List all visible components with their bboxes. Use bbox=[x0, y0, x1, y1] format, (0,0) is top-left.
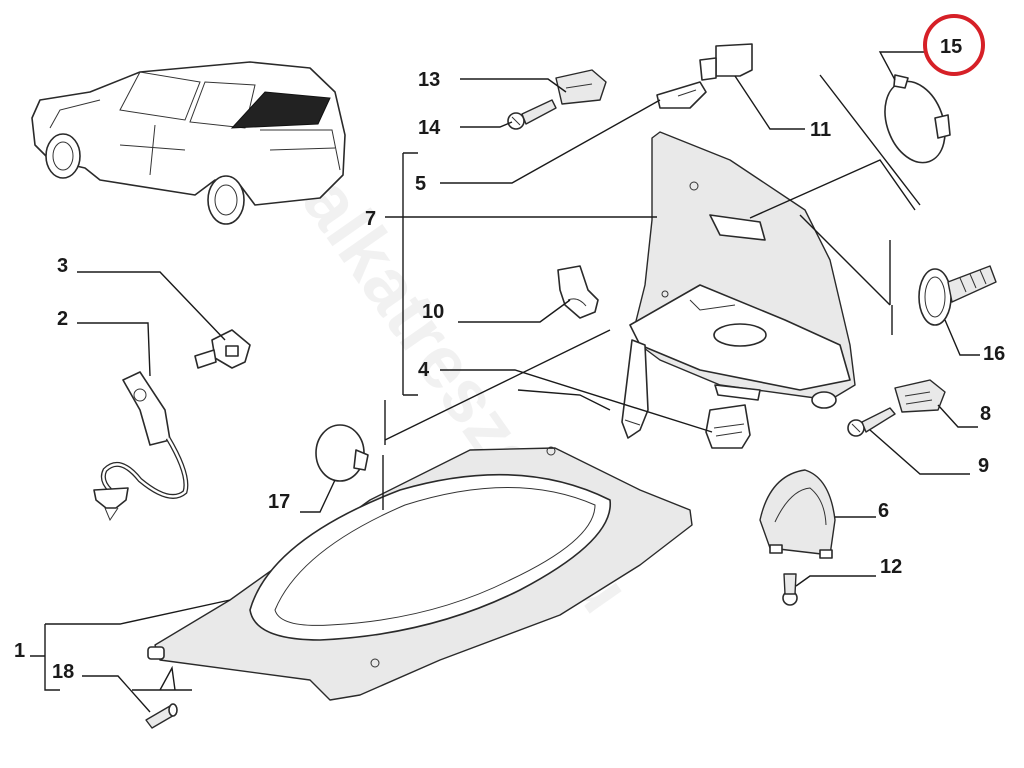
label-17: 17 bbox=[268, 491, 290, 513]
part-15-cap bbox=[884, 74, 951, 164]
parcel-shelf bbox=[147, 446, 693, 701]
part-17-cap bbox=[315, 424, 369, 482]
part-18-pin bbox=[145, 703, 178, 729]
label-3: 3 bbox=[57, 255, 68, 277]
label-1: 1 bbox=[14, 640, 25, 662]
label-9: 9 bbox=[978, 455, 989, 477]
side-trim-panel bbox=[621, 131, 856, 439]
label-7: 7 bbox=[365, 208, 376, 230]
label-6: 6 bbox=[878, 500, 889, 522]
label-2: 2 bbox=[57, 308, 68, 330]
leader-lines bbox=[30, 51, 980, 713]
label-18: 18 bbox=[52, 661, 74, 683]
label-11: 11 bbox=[810, 119, 831, 141]
part-3-switch bbox=[194, 329, 251, 369]
part-4-clip bbox=[705, 404, 751, 449]
highlight-ring bbox=[923, 14, 985, 76]
label-12: 12 bbox=[880, 556, 902, 578]
part-8-connector bbox=[894, 379, 946, 413]
part-6-cover bbox=[759, 469, 836, 559]
label-4: 4 bbox=[418, 359, 430, 381]
callout-labels: 13 14 5 7 10 4 11 16 8 9 6 12 3 2 17 1 1… bbox=[14, 14, 1005, 683]
part-2-cable-lamp bbox=[93, 371, 189, 522]
part-13-connector bbox=[555, 69, 607, 105]
label-14: 14 bbox=[418, 117, 441, 139]
label-5: 5 bbox=[415, 173, 426, 195]
label-13: 13 bbox=[418, 69, 440, 91]
part-11-bracket bbox=[699, 43, 753, 81]
car-illustration bbox=[31, 61, 346, 225]
label-15: 15 bbox=[940, 36, 962, 58]
label-8: 8 bbox=[980, 403, 991, 425]
label-10: 10 bbox=[422, 301, 444, 323]
part-16-push-pin bbox=[918, 265, 997, 326]
part-14-screw bbox=[507, 99, 557, 130]
part-5-clip bbox=[656, 81, 707, 109]
part-10-clamp bbox=[557, 265, 599, 319]
label-16: 16 bbox=[983, 343, 1005, 365]
part-9-screw bbox=[847, 407, 896, 437]
part-12-screw bbox=[782, 573, 798, 606]
